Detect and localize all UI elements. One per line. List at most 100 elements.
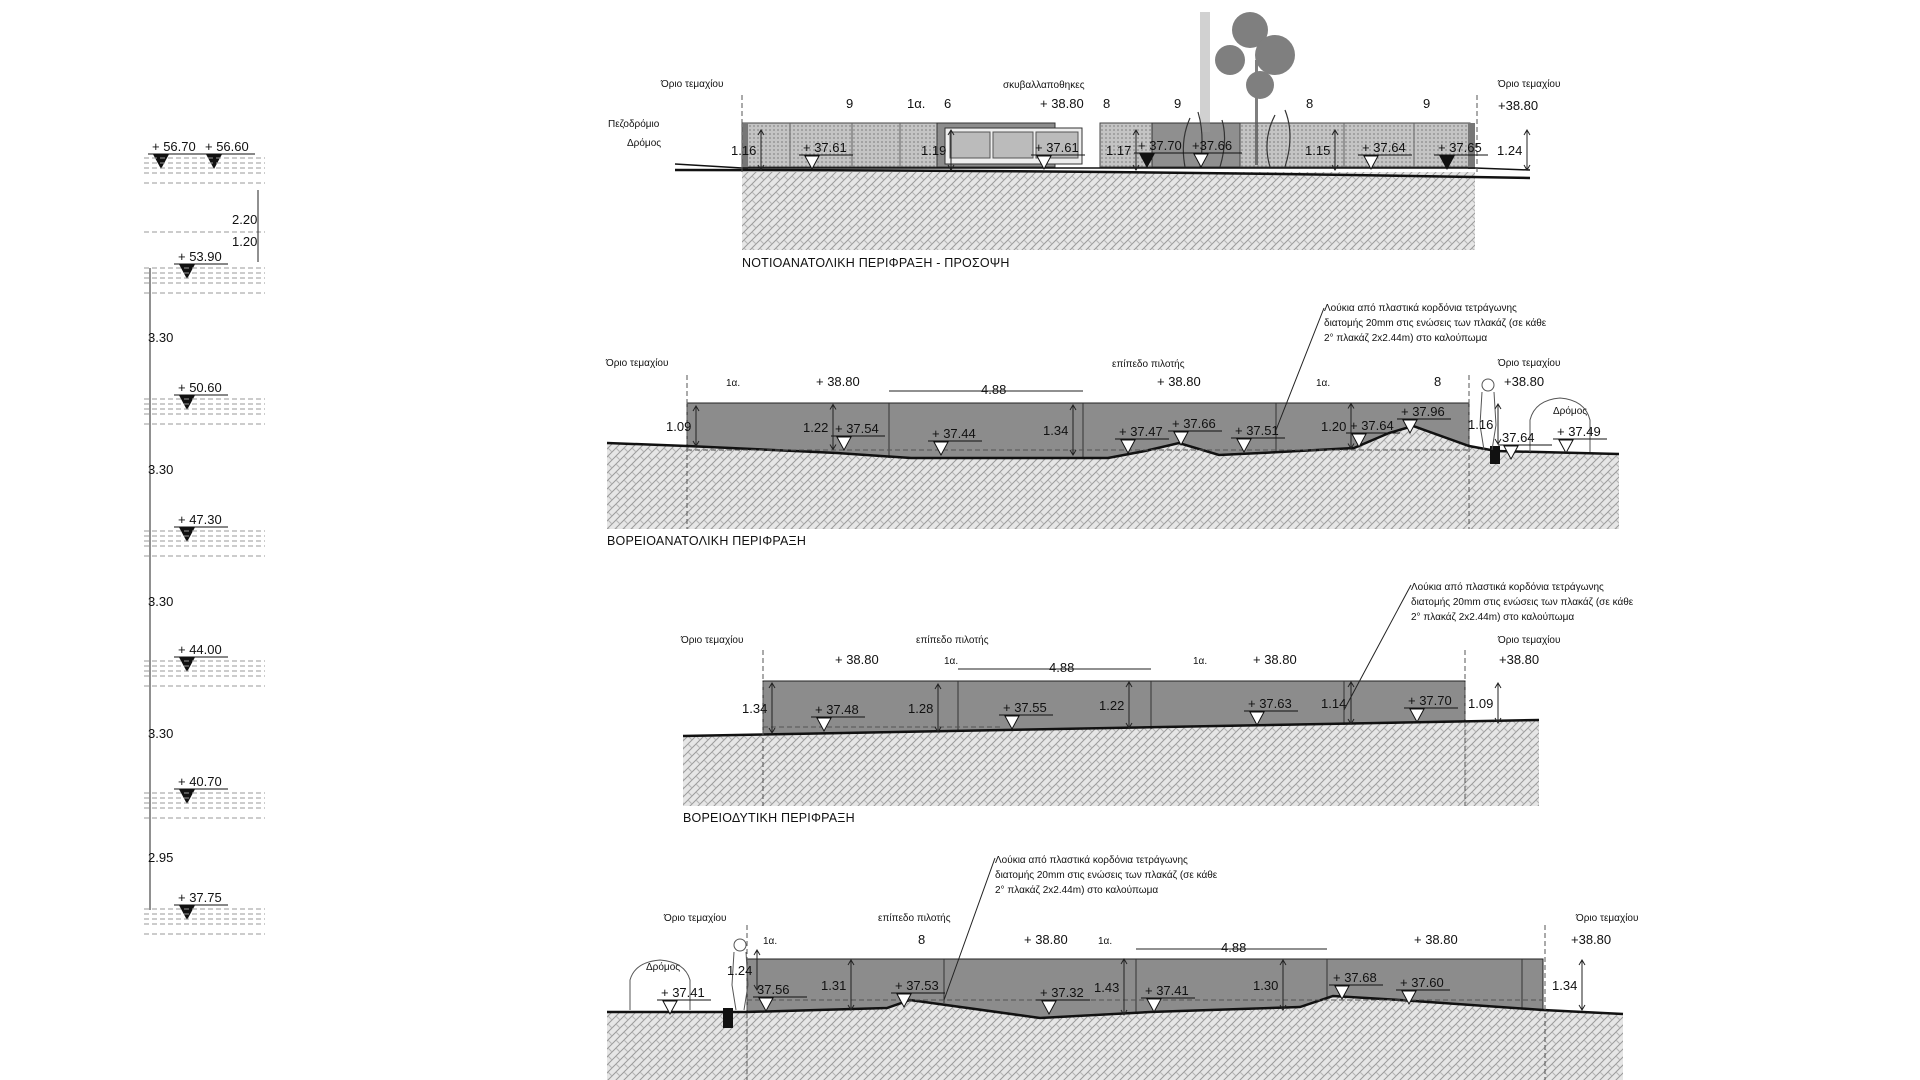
dimension-label: 1.43 <box>1094 980 1119 995</box>
elevation-label: + 37.54 <box>835 421 879 436</box>
dimension-line <box>847 959 855 1011</box>
curb <box>723 1008 733 1028</box>
dimension-label: 1.15 <box>1305 143 1330 158</box>
elevation-label: + 37.64 <box>1350 418 1394 433</box>
dimension-label: 3.30 <box>148 594 173 609</box>
callout-label: 8 <box>1103 96 1110 111</box>
callout-label: +38.80 <box>1571 932 1611 947</box>
callout-label: διατομής 20mm στις ενώσεις των πλακάζ (σ… <box>995 869 1218 881</box>
section-title: ΒΟΡΕΙΟΔΥΤΙΚΗ ΠΕΡΙΦΡΑΞΗ <box>683 811 855 825</box>
level-triangle-icon <box>896 993 912 1009</box>
level-triangle-icon <box>1004 715 1020 731</box>
callout-label: 8 <box>918 932 925 947</box>
callout-label: Όριο τεμαχίου <box>1497 357 1560 369</box>
dimension-line <box>1331 129 1339 171</box>
dimension-line <box>1120 958 1128 1016</box>
level-triangle-icon <box>1409 708 1425 724</box>
elevation-label: + 37.63 <box>1248 696 1292 711</box>
level-triangle-icon <box>804 155 820 171</box>
elevation-label: + 47.30 <box>178 512 222 527</box>
dimension-label: 1.09 <box>666 419 691 434</box>
elevation-label: + 37.61 <box>1035 140 1079 155</box>
callout-label: Όριο τεμαχίου <box>663 912 726 924</box>
elevation-label: + 37.96 <box>1401 404 1445 419</box>
southeast-fence-elevation <box>674 12 1531 250</box>
sidewalk-line <box>674 163 1531 171</box>
southwest-fence-elevation <box>607 925 1624 1080</box>
elevation-label: + 37.70 <box>1138 138 1182 153</box>
callout-label: διατομής 20mm στις ενώσεις των πλακάζ (σ… <box>1324 317 1547 329</box>
dimension-line <box>753 949 761 991</box>
dimension-label: 3.30 <box>148 330 173 345</box>
elevation-label: + 37.65 <box>1438 140 1482 155</box>
dimension-label: 1.20 <box>1321 419 1346 434</box>
callout-label: 1α. <box>1316 378 1330 389</box>
callout-label: + 38.80 <box>1040 96 1084 111</box>
dimension-label: 1.14 <box>1321 696 1346 711</box>
callout-label: Λούκια από πλαστικά κορδόνια τετράγωνης <box>1324 302 1517 314</box>
plot-boundary-line <box>686 375 1470 529</box>
callout-label: σκυβαλλαποθηκες <box>1003 80 1085 91</box>
callout-label: 4.88 <box>981 382 1006 397</box>
elevation-label: + 37.47 <box>1119 424 1163 439</box>
callout-label: επίπεδο πιλοτής <box>1112 358 1185 370</box>
elevation-label: + 37.61 <box>803 140 847 155</box>
dimension-line <box>1347 681 1355 725</box>
elevation-label: +37.66 <box>1192 138 1232 153</box>
elevation-label: + 50.60 <box>178 380 222 395</box>
dimension-label: 1.24 <box>1497 143 1522 158</box>
callout-label: + 38.80 <box>1253 652 1297 667</box>
end-pier <box>742 123 748 169</box>
ground-hatch <box>607 996 1623 1080</box>
elevation-label: + 37.64 <box>1362 140 1406 155</box>
callout-label: 8 <box>1306 96 1313 111</box>
elevation-label: + 37.60 <box>1400 975 1444 990</box>
northeast-fence-elevation <box>606 375 1620 529</box>
car-icon <box>1529 397 1591 452</box>
annotation-labels: + 56.70+ 56.60+ 53.90+ 50.60+ 47.30+ 44.… <box>144 78 1638 1016</box>
callout-label: + 38.80 <box>835 652 879 667</box>
callout-label: 8 <box>1434 374 1441 389</box>
tree-icon <box>1200 12 1295 165</box>
dimension-line <box>1494 682 1502 724</box>
level-triangle-icon <box>179 657 195 673</box>
dimension-line <box>1494 403 1502 445</box>
elevation-label: + 37.66 <box>1172 416 1216 431</box>
dimension-line <box>1132 129 1140 171</box>
callout-label: Πεζοδρόμιο <box>608 118 660 130</box>
dimension-label: 1.16 <box>731 143 756 158</box>
ground-line <box>682 718 1540 738</box>
level-triangle-icon <box>662 1000 678 1016</box>
leader-line <box>943 857 1327 1001</box>
callout-label: +38.80 <box>1499 652 1539 667</box>
dimension-label: 1.34 <box>1552 978 1577 993</box>
fence-panel-joints <box>789 123 1415 167</box>
dimension-label: 1.22 <box>803 420 828 435</box>
elevation-label: + 40.70 <box>178 774 222 789</box>
dimension-label: 1.34 <box>1043 423 1068 438</box>
callout-label: + 38.80 <box>1414 932 1458 947</box>
dimension-line <box>1347 402 1355 450</box>
dimension-label: 1.09 <box>1468 696 1493 711</box>
callout-label: Όριο τεμαχίου <box>660 78 723 90</box>
callout-label: Δρόμος <box>627 137 661 149</box>
callout-label: 9 <box>846 96 853 111</box>
fence-panel-planting <box>1151 122 1241 168</box>
section-title: ΝΟΤΙΟΑΝΑΤΟΛΙΚΗ ΠΕΡΙΦΡΑΞΗ - ΠΡΟΣΟΨΗ <box>742 256 1010 270</box>
level-triangle-icon <box>1334 985 1350 1001</box>
level-triangle-icon <box>1193 153 1209 169</box>
section-title: ΒΟΡΕΙΟΑΝΑΤΟΛΙΚΗ ΠΕΡΙΦΡΑΞΗ <box>607 534 806 548</box>
callout-label: Λούκια από πλαστικά κορδόνια τετράγωνης <box>995 854 1188 866</box>
plot-boundary-line <box>741 95 1478 172</box>
callout-label: 4.88 <box>1049 660 1074 675</box>
callout-label: Όριο τεμαχίου <box>1497 78 1560 90</box>
level-triangle-icon <box>1041 1000 1057 1016</box>
ground-line <box>606 424 1620 460</box>
plants-icon <box>1182 109 1291 168</box>
level-triangle-icon <box>1146 998 1162 1014</box>
panel-joints <box>888 403 1277 458</box>
car-icon <box>629 959 691 1010</box>
dimension-label: 2.20 <box>232 212 257 227</box>
dimension-line <box>934 683 942 733</box>
